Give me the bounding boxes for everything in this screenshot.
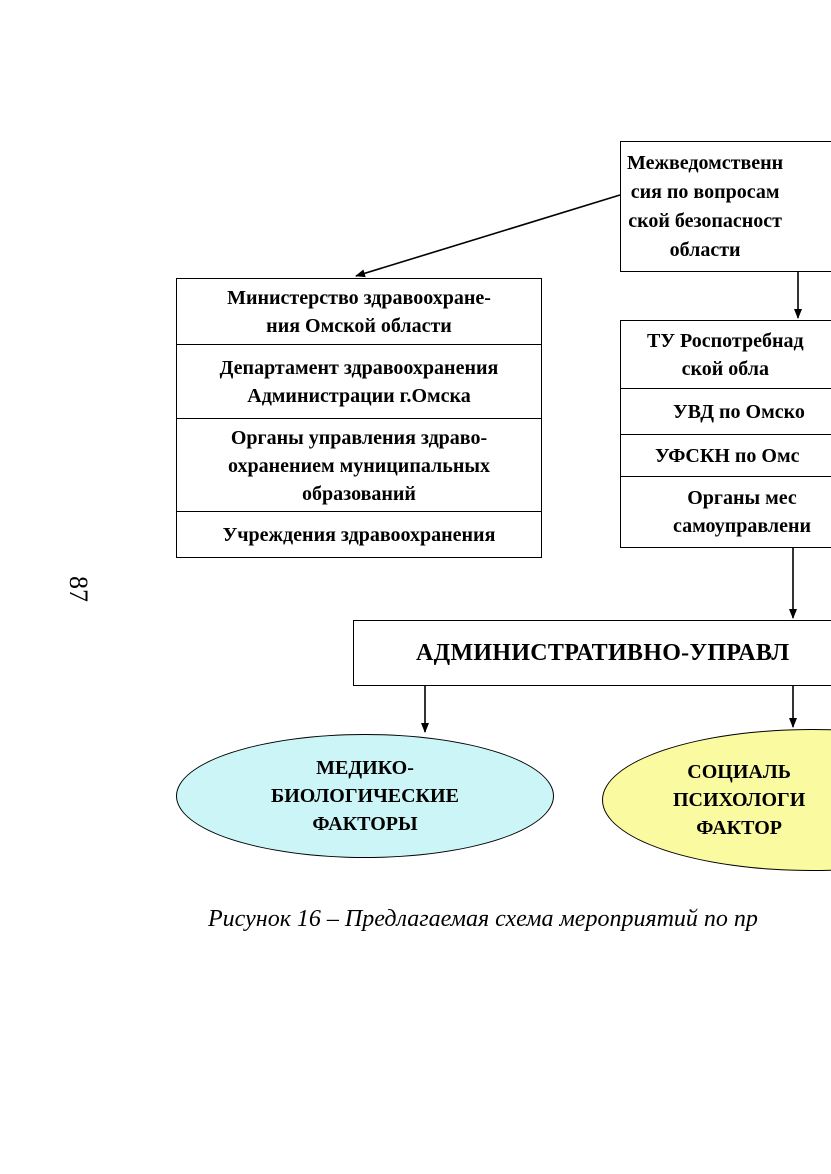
- city-health-department-box: Департамент здравоохранения Администраци…: [176, 344, 542, 420]
- arrow-to-ministry: [355, 194, 621, 278]
- ministry-health-label: Министерство здравоохране- ния Омской об…: [227, 287, 491, 337]
- health-institutions-label: Учреждения здравоохранения: [222, 523, 496, 546]
- rospotrebnadzor-label: ТУ Роспотребнад ской обла: [647, 330, 804, 380]
- administrative-management-label: АДМИНИСТРАТИВНО-УПРАВЛ: [416, 640, 790, 666]
- ufskn-omsk-label: УФСКН по Омс: [655, 445, 800, 467]
- health-institutions-box: Учреждения здравоохранения: [176, 511, 542, 558]
- uvd-omsk-label: УВД по Омско: [673, 401, 805, 423]
- local-self-government-label: Органы мес самоуправлени: [673, 487, 812, 537]
- ministry-health-box: Министерство здравоохране- ния Омской об…: [176, 278, 542, 346]
- medical-biological-factors-label: МЕДИКО- БИОЛОГИЧЕСКИЕ ФАКТОРЫ: [271, 757, 459, 835]
- page-number: 87: [64, 576, 93, 602]
- municipal-health-authorities-label: Органы управления здраво- охранением мун…: [228, 426, 490, 505]
- administrative-management-banner: АДМИНИСТРАТИВНО-УПРАВЛ: [353, 620, 831, 686]
- ufskn-omsk-box: УФСКН по Омс: [620, 434, 831, 478]
- city-health-department-label: Департамент здравоохранения Администраци…: [219, 357, 499, 407]
- social-psychological-factors-label: СОЦИАЛЬ ПСИХОЛОГИ ФАКТОР: [673, 761, 806, 839]
- uvd-omsk-box: УВД по Омско: [620, 388, 831, 436]
- interagency-commission-label: Межведомственн сия по вопросам ской безо…: [627, 151, 784, 261]
- municipal-health-authorities-box: Органы управления здраво- охранением мун…: [176, 418, 542, 513]
- interagency-commission-box: Межведомственн сия по вопросам ской безо…: [620, 141, 831, 272]
- figure-caption: Рисунок 16 – Предлагаемая схема мероприя…: [208, 906, 758, 932]
- local-self-government-box: Органы мес самоуправлени: [620, 476, 831, 548]
- medical-biological-factors-ellipse: МЕДИКО- БИОЛОГИЧЕСКИЕ ФАКТОРЫ: [176, 734, 554, 858]
- rospotrebnadzor-box: ТУ Роспотребнад ской обла: [620, 320, 831, 390]
